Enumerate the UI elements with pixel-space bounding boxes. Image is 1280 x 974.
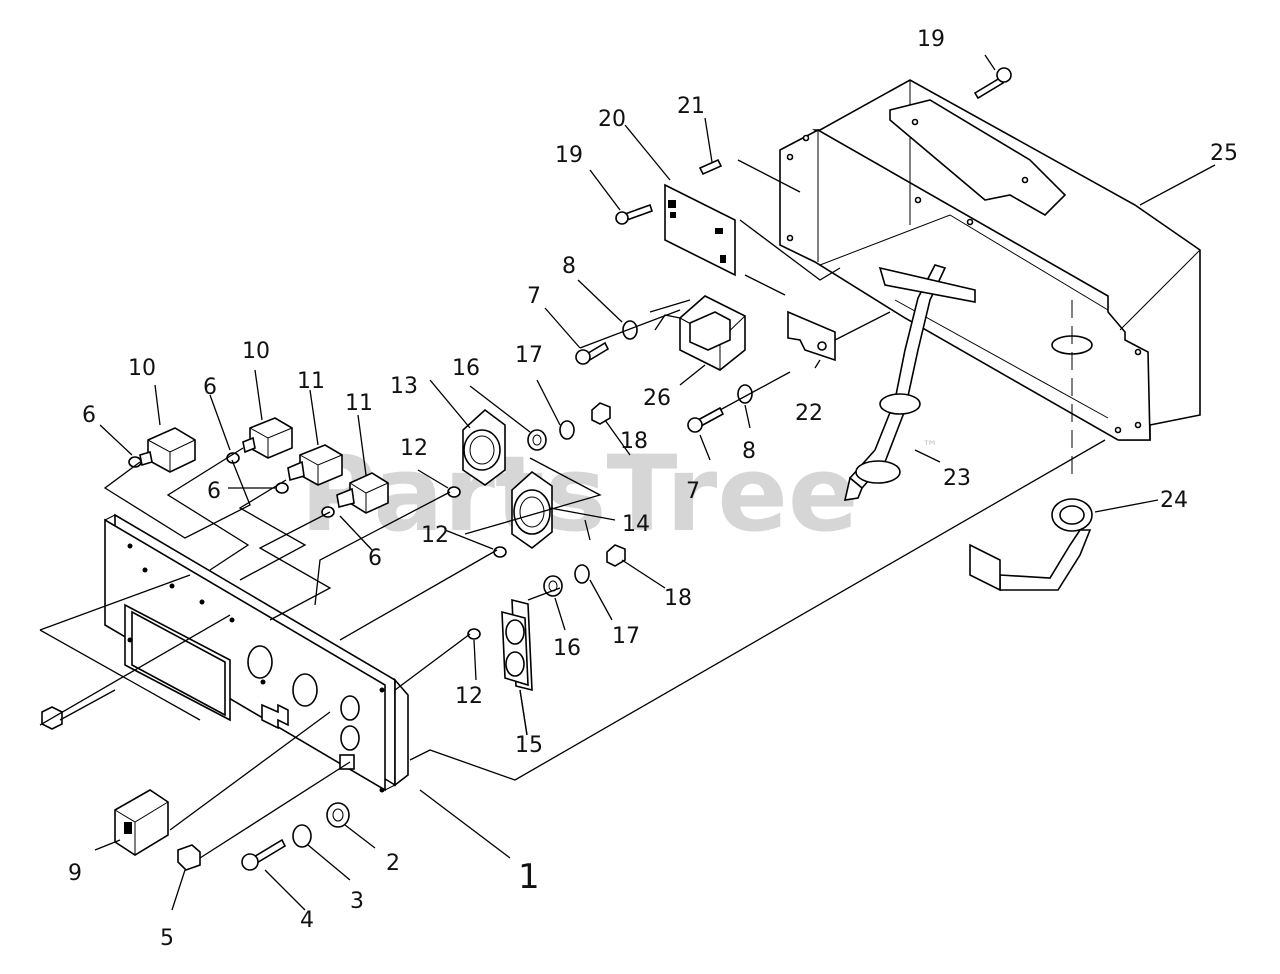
callout-1: 1 (518, 857, 540, 897)
part-8-clip-upper[interactable] (622, 320, 638, 340)
part-2-washer[interactable] (326, 802, 350, 828)
part-11-breaker-left[interactable] (287, 444, 343, 486)
callout-6d: 6 (368, 546, 382, 571)
callout-21: 21 (677, 94, 705, 119)
callout-16a: 16 (452, 356, 480, 381)
callout-16b: 16 (553, 636, 581, 661)
part-12-ring-a[interactable] (447, 486, 461, 498)
callout-12a: 12 (400, 436, 428, 461)
callout-20: 20 (598, 107, 626, 132)
part-26-transformer[interactable] (679, 295, 746, 371)
part-14-receptacle[interactable] (511, 470, 553, 549)
part-23-wire-harness[interactable] (843, 264, 976, 501)
callout-7a: 7 (527, 284, 541, 309)
callout-10a: 10 (128, 356, 156, 381)
callout-10b: 10 (242, 339, 270, 364)
callout-2: 2 (386, 851, 400, 876)
callout-25: 25 (1210, 141, 1238, 166)
callout-8a: 8 (562, 254, 576, 279)
part-24-grommet[interactable] (969, 498, 1093, 592)
callout-6a: 6 (82, 403, 96, 428)
callout-5: 5 (160, 926, 174, 951)
part-6-ring-a[interactable] (128, 456, 142, 468)
part-9-rocker-switch[interactable] (114, 789, 169, 856)
part-5-plug[interactable] (177, 844, 201, 871)
part-1-control-panel[interactable] (104, 513, 409, 793)
part-3-lock-washer[interactable] (292, 824, 312, 848)
part-10-switch-right[interactable] (242, 417, 293, 459)
part-19-screw-board[interactable] (615, 203, 654, 225)
part-7-screw-lower[interactable] (687, 406, 725, 433)
part-17-clip-upper[interactable] (559, 420, 575, 440)
part-11-breaker-right[interactable] (336, 472, 389, 514)
callout-22: 22 (795, 401, 823, 426)
callout-11b: 11 (345, 391, 373, 416)
callout-18b: 18 (664, 586, 692, 611)
part-21-pin[interactable] (698, 158, 723, 176)
callout-labels: 19 21 20 19 25 8 7 10 10 11 11 13 16 17 … (68, 27, 1238, 951)
callout-8b: 8 (742, 439, 756, 464)
callout-14: 14 (622, 512, 650, 537)
watermark-trademark: ™ (922, 437, 938, 456)
callout-6b: 6 (203, 375, 217, 400)
part-18-nut-lower[interactable] (606, 544, 626, 567)
callout-26: 26 (643, 386, 671, 411)
callout-23: 23 (943, 466, 971, 491)
callout-19a: 19 (917, 27, 945, 52)
callout-17a: 17 (515, 343, 543, 368)
part-15-duplex-receptacle[interactable] (501, 598, 533, 692)
part-13-receptacle[interactable] (462, 408, 506, 486)
part-7-screw-upper[interactable] (575, 341, 610, 365)
part-4-screw[interactable] (241, 838, 287, 871)
callout-7b: 7 (686, 479, 700, 504)
callout-18a: 18 (620, 429, 648, 454)
callout-11a: 11 (297, 369, 325, 394)
callout-12c: 12 (455, 684, 483, 709)
part-17-clip-lower[interactable] (574, 564, 590, 584)
callout-6c: 6 (207, 479, 221, 504)
part-10-switch-left[interactable] (139, 427, 196, 473)
part-20-circuit-board[interactable] (664, 183, 736, 277)
part-25-housing[interactable] (779, 79, 1201, 480)
callout-19b: 19 (555, 143, 583, 168)
callout-24: 24 (1160, 488, 1188, 513)
callout-15: 15 (515, 733, 543, 758)
callout-9: 9 (68, 861, 82, 886)
callout-17b: 17 (612, 624, 640, 649)
callout-3: 3 (350, 889, 364, 914)
callout-12b: 12 (421, 523, 449, 548)
part-19-screw-top[interactable] (973, 67, 1012, 100)
part-18-nut-upper[interactable] (591, 402, 611, 425)
part-16-washer-upper[interactable] (527, 429, 547, 451)
callout-13: 13 (390, 374, 418, 399)
watermark-brand: PartsTree (300, 433, 858, 555)
callout-4: 4 (300, 908, 314, 933)
leader-lines (39, 54, 1216, 911)
part-22-bracket[interactable] (787, 310, 836, 362)
part-12-ring-c[interactable] (467, 628, 481, 640)
part-12-ring-b[interactable] (493, 546, 507, 558)
